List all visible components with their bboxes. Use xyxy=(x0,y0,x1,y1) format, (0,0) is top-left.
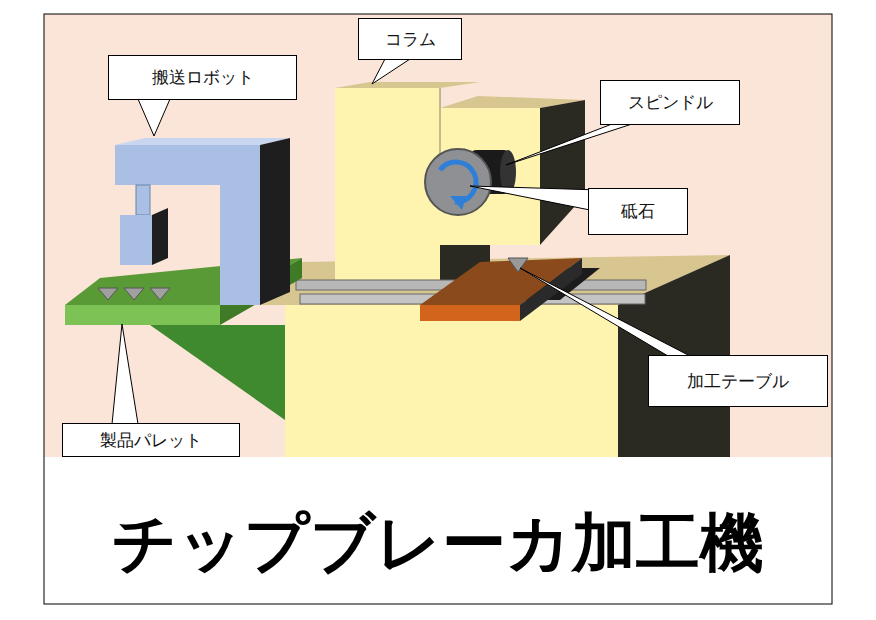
pallet-front xyxy=(65,305,220,325)
callout-box: スピンドル xyxy=(600,80,740,125)
robot-beam xyxy=(115,145,260,185)
robot-side xyxy=(260,138,290,305)
robot-hand xyxy=(120,215,152,265)
callout-box: 砥石 xyxy=(588,188,688,235)
callout-label: 加工テーブル xyxy=(687,370,789,393)
callout-label: コラム xyxy=(385,28,436,51)
callout-label: 砥石 xyxy=(621,200,655,223)
callout-box: 製品パレット xyxy=(62,423,240,457)
background xyxy=(44,14,832,457)
grinding-wheel xyxy=(425,149,491,215)
diagram-title: チップブレーカ加工機 xyxy=(44,500,832,587)
frame xyxy=(44,14,832,604)
base-front xyxy=(285,305,618,457)
callout-box: コラム xyxy=(358,18,462,60)
head-side xyxy=(540,100,585,245)
callout-label: スピンドル xyxy=(628,91,713,114)
callout-label: 製品パレット xyxy=(100,429,202,452)
chip xyxy=(508,258,528,272)
pallet-stand xyxy=(150,325,285,420)
callout-box: 搬送ロボット xyxy=(108,55,297,100)
callout-label: 搬送ロボット xyxy=(152,66,254,89)
robot-top xyxy=(115,138,290,145)
callout-box: 加工テーブル xyxy=(648,355,828,407)
column-top xyxy=(335,82,480,88)
robot-leg xyxy=(220,185,260,305)
